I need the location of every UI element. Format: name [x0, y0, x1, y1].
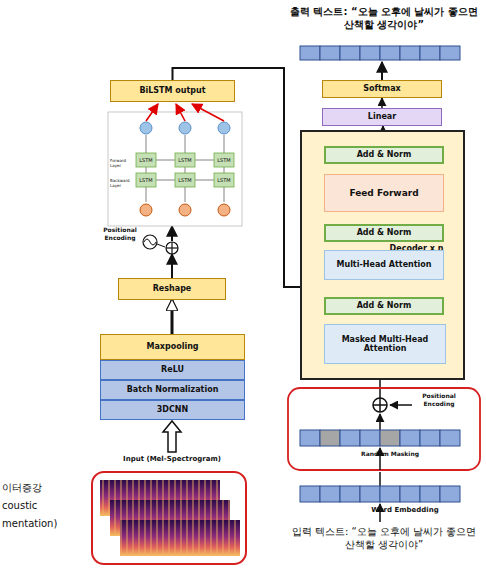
box-label: 3DCNN: [154, 405, 191, 414]
layer-name: Backward Layer: [110, 178, 136, 188]
add-norm-box: Add & Norm: [324, 224, 444, 242]
pool-box: Maxpooling: [100, 334, 245, 360]
bilstm-illustration: [108, 104, 242, 226]
box-label: Reshape: [150, 284, 195, 293]
cell-label: LSTM: [214, 177, 234, 183]
box-label: Masked Multi-Head Attention: [325, 335, 445, 353]
layer-name: Forward Layer: [110, 158, 136, 168]
sine-symbol: [143, 235, 157, 249]
norm-box: Batch Normalization: [100, 380, 245, 400]
box-label: Batch Normalization: [124, 385, 222, 394]
cell-label: LSTM: [214, 157, 234, 163]
cut-label: mentation): [2, 518, 57, 531]
highlight-outline: [288, 388, 480, 470]
box-label: Add & Norm: [354, 301, 415, 310]
cell-label: LSTM: [136, 157, 156, 163]
add-norm-box: Add & Norm: [324, 146, 444, 164]
box-label: Add & Norm: [354, 228, 415, 237]
box-label: Softmax: [360, 84, 403, 93]
conv-box: 3DCNN: [100, 400, 245, 420]
box-label: BiLSTM output: [136, 86, 208, 95]
connector: [381, 98, 383, 108]
cell-label: LSTM: [136, 177, 156, 183]
box-label: Multi-Head Attention: [333, 260, 434, 269]
attention-box: Masked Multi-Head Attention: [324, 324, 446, 364]
annotation: Random Masking: [340, 450, 440, 458]
cell-label: LSTM: [175, 157, 195, 163]
box-label: ReLU: [158, 365, 187, 374]
token-row: [300, 46, 460, 60]
feed-forward-box: Feed Forward: [324, 174, 444, 212]
box-label: Feed Forward: [346, 188, 421, 198]
cut-label: 이터증강: [2, 482, 42, 495]
output-box: BiLSTM output: [110, 80, 235, 102]
annotation: Positional Encoding: [414, 392, 464, 407]
token-row: [300, 430, 460, 446]
hollow-arrow: [163, 421, 181, 452]
connector: [171, 300, 174, 334]
activation-box: ReLU: [100, 360, 245, 380]
annotation: Word Embedding: [350, 506, 460, 515]
attention-box: Multi-Head Attention: [324, 250, 444, 280]
token-row: [300, 486, 460, 502]
cut-label: coustic: [2, 500, 37, 513]
add-symbol: [166, 242, 178, 254]
add-symbol: [373, 398, 387, 412]
box-label: Add & Norm: [354, 150, 415, 159]
annotation: Positional Encoding: [96, 226, 144, 241]
add-norm-box: Add & Norm: [324, 297, 444, 315]
linear-box: Linear: [322, 108, 442, 126]
softmax-box: Softmax: [322, 80, 442, 98]
box-label: Linear: [365, 112, 399, 121]
box-label: Maxpooling: [143, 342, 201, 351]
decoder-block: Decoder x nAdd & NormFeed ForwardAdd & N…: [300, 130, 465, 380]
cell-label: LSTM: [175, 177, 195, 183]
output-text: 출력 텍스트: “오늘 오후에 날씨가 좋으면 산책할 생각이야”: [286, 6, 482, 31]
input-text: 입력 텍스트: “오늘 오후에 날씨가 좋으면 산책할 생각이야”: [286, 526, 482, 551]
spectrogram: [92, 472, 246, 564]
reshape-box: Reshape: [118, 278, 226, 300]
input-label: Input (Mel-Spectrogram): [112, 455, 232, 464]
